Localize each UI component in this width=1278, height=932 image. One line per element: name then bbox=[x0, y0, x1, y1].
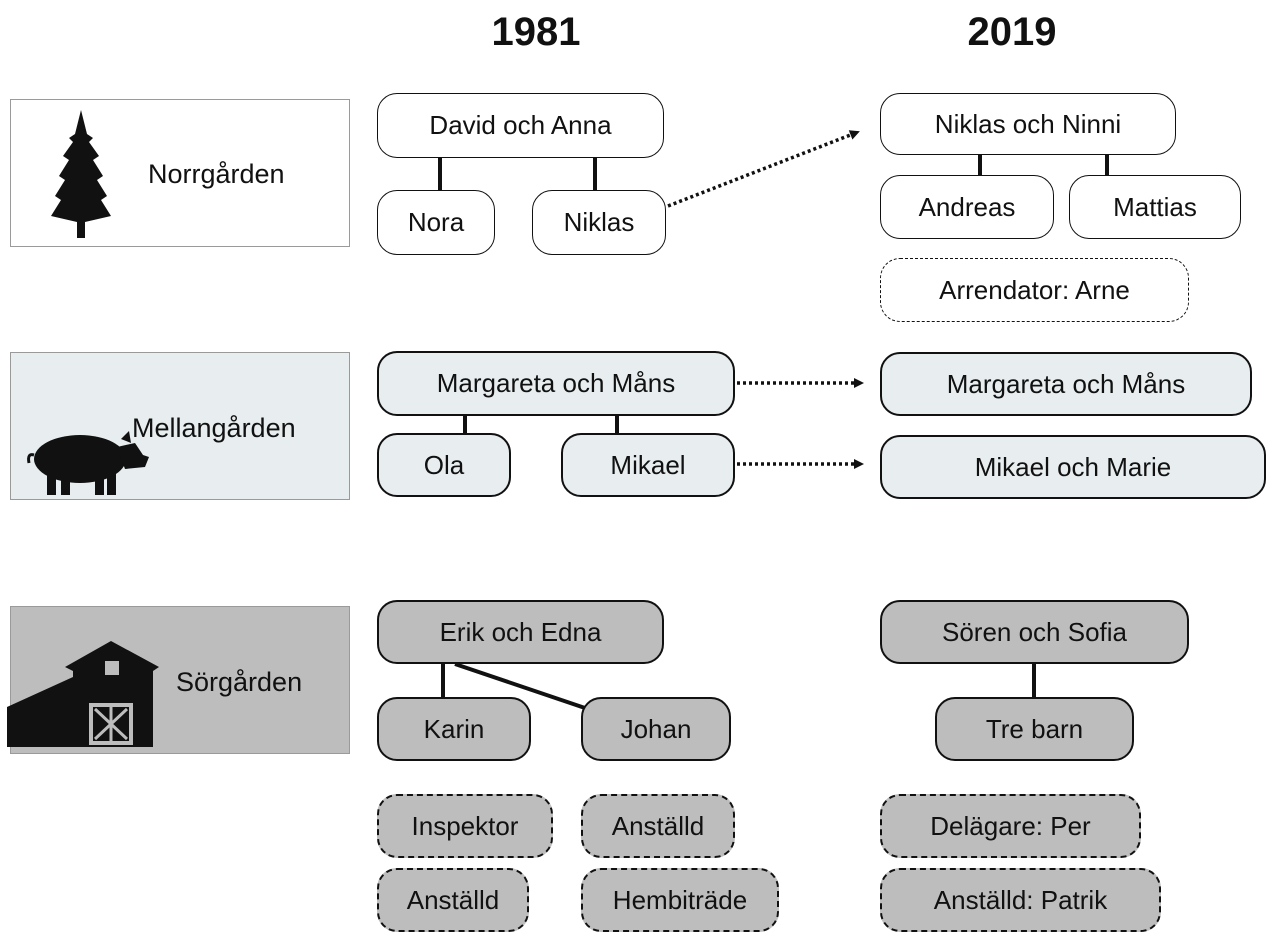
node-margareta-och-mans-1981: Margareta och Måns bbox=[377, 351, 735, 416]
farm-mellangarden-panel: Mellangården bbox=[10, 352, 350, 500]
node-anstalld-karin: Anställd bbox=[377, 868, 529, 932]
pig-icon bbox=[27, 431, 149, 495]
node-mikael-och-marie: Mikael och Marie bbox=[880, 435, 1266, 499]
node-anstalld-johan: Anställd bbox=[581, 794, 735, 858]
node-delagare-per: Delägare: Per bbox=[880, 794, 1141, 858]
farm-label-norrgarden: Norrgården bbox=[148, 159, 285, 189]
node-david-och-anna: David och Anna bbox=[377, 93, 664, 158]
node-niklas-och-ninni: Niklas och Ninni bbox=[880, 93, 1176, 155]
node-niklas: Niklas bbox=[532, 190, 666, 255]
node-ola: Ola bbox=[377, 433, 511, 497]
farm-sorgarden-panel: Sörgården bbox=[7, 606, 350, 754]
node-mikael: Mikael bbox=[561, 433, 735, 497]
node-soren-och-sofia: Sören och Sofia bbox=[880, 600, 1189, 664]
node-tre-barn: Tre barn bbox=[935, 697, 1134, 761]
node-andreas: Andreas bbox=[880, 175, 1054, 239]
barn-icon bbox=[7, 641, 159, 747]
year-2019-header: 2019 bbox=[967, 10, 1057, 54]
farm-label-mellangarden: Mellangården bbox=[132, 413, 296, 443]
node-arrendator-arne: Arrendator: Arne bbox=[880, 258, 1189, 322]
node-inspektor: Inspektor bbox=[377, 794, 553, 858]
node-johan: Johan bbox=[581, 697, 731, 761]
node-hembitrade: Hembiträde bbox=[581, 868, 779, 932]
year-1981-header: 1981 bbox=[491, 10, 581, 54]
node-margareta-och-mans-2019: Margareta och Måns bbox=[880, 352, 1252, 416]
link-erik-edna-johan bbox=[454, 662, 586, 710]
node-erik-och-edna: Erik och Edna bbox=[377, 600, 664, 664]
node-mattias: Mattias bbox=[1069, 175, 1241, 239]
arrow-niklas-to-2019 bbox=[667, 130, 860, 208]
node-anstalld-patrik: Anställd: Patrik bbox=[880, 868, 1161, 932]
farm-label-sorgarden: Sörgården bbox=[176, 667, 303, 697]
node-nora: Nora bbox=[377, 190, 495, 255]
tree-icon bbox=[51, 110, 111, 238]
node-karin: Karin bbox=[377, 697, 531, 761]
farm-norrgarden-panel: Norrgården bbox=[10, 99, 350, 247]
